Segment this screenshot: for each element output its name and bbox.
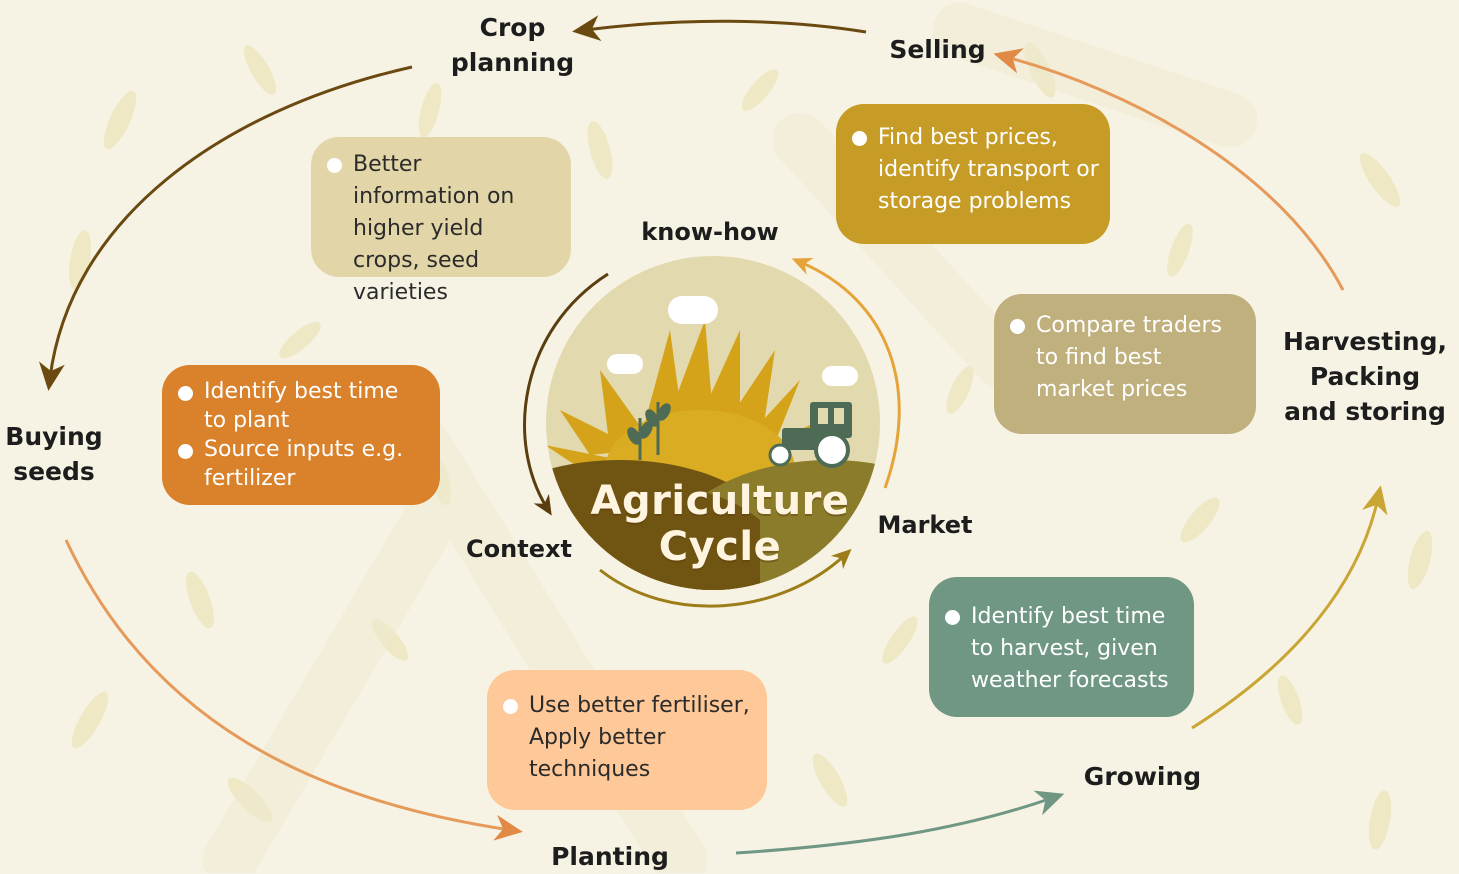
inner-label-context: Context: [466, 535, 572, 563]
arrow-buying-seeds-to-planting: [64, 539, 523, 841]
title-line-2: Cycle: [658, 524, 782, 570]
box-crop-planning-item-1: Better information on higher yield crops…: [327, 149, 555, 309]
diagram-title: Agriculture Cycle: [560, 478, 880, 570]
arrow-harvesting-to-selling: [993, 48, 1345, 291]
box-harvesting: Compare traders to find best market pric…: [994, 294, 1256, 434]
arrow-planting-to-growing: [735, 790, 1065, 855]
stage-harvesting: Harvesting, Packing and storing: [1283, 327, 1447, 426]
box-buying-seeds-item-2: Source inputs e.g. fertilizer: [178, 435, 424, 493]
arrow-crop-planning-to-buying-seeds: [39, 65, 413, 391]
box-growing: Identify best time to harvest, given wea…: [929, 577, 1194, 717]
box-planting: Use better fertiliser, Apply better tech…: [487, 670, 767, 810]
box-buying-seeds: Identify best time to plant Source input…: [162, 365, 440, 505]
title-line-1: Agriculture: [590, 478, 850, 524]
stage-growing: Growing: [1083, 762, 1202, 791]
box-crop-planning: Better information on higher yield crops…: [311, 137, 571, 305]
inner-arrow-context-to-market: [599, 548, 852, 608]
box-harvesting-item-1: Compare traders to find best market pric…: [1010, 310, 1240, 406]
tractor-icon: [768, 402, 852, 468]
stage-planting: Planting: [551, 842, 669, 871]
stage-crop-planning: Crop planning: [450, 13, 575, 77]
stage-selling: Selling: [889, 35, 986, 64]
stage-buying-seeds: Buying seeds: [5, 422, 103, 486]
inner-label-market: Market: [877, 511, 973, 539]
arrow-growing-to-harvesting: [1191, 485, 1388, 730]
box-selling: Find best prices, identify transport or …: [836, 104, 1110, 244]
box-growing-item-1: Identify best time to harvest, given wea…: [945, 601, 1178, 697]
box-selling-item-1: Find best prices, identify transport or …: [852, 122, 1102, 218]
box-planting-item-1: Use better fertiliser, Apply better tech…: [503, 690, 751, 786]
inner-label-know-how: know-how: [641, 218, 779, 246]
arrow-selling-to-crop-planning: [572, 15, 867, 42]
inner-arrow-market-to-know-how: [791, 257, 901, 489]
box-buying-seeds-item-1: Identify best time to plant: [178, 377, 424, 435]
inner-arrow-know-how-to-context: [523, 272, 609, 516]
